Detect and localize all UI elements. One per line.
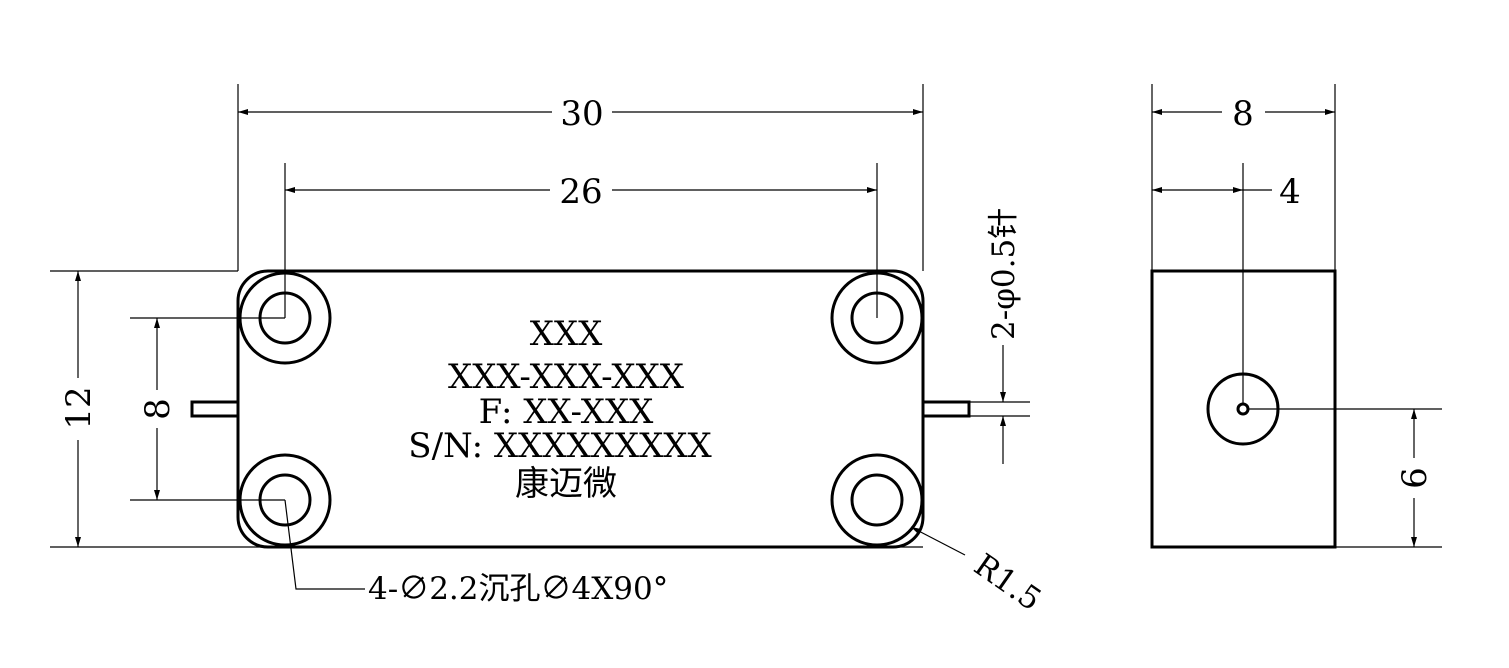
callout-pins-text: 2-φ0.5针 xyxy=(986,208,1022,340)
callout-radius-text: R1.5 xyxy=(967,547,1047,618)
callout-holes: 4-∅2.2沉孔∅4X90° xyxy=(284,499,668,607)
dimension-connector-height: 6 xyxy=(1248,408,1442,548)
label-line-1: XXX xyxy=(530,314,603,354)
mounting-hole-bottom-right xyxy=(830,453,924,547)
dimension-value: 6 xyxy=(1395,467,1435,489)
label-line-5: 康迈微 xyxy=(515,464,617,504)
dimension-value: 8 xyxy=(1232,94,1254,134)
dimension-side-width: 8 xyxy=(1151,84,1336,271)
callout-pins: 2-φ0.5针 xyxy=(969,208,1030,464)
dimension-hole-spacing-x: 26 xyxy=(284,163,878,318)
dimension-value: 26 xyxy=(559,172,602,212)
label-line-3: F: XX-XXX xyxy=(479,392,655,432)
pin-left xyxy=(190,400,240,418)
label-line-4: S/N: XXXXXXXXX xyxy=(408,426,712,466)
pin-right xyxy=(921,400,971,418)
dimension-overall-width: 30 xyxy=(237,84,924,271)
dimension-overall-height: 12 xyxy=(50,270,923,548)
dimension-value: 30 xyxy=(560,94,603,134)
front-view: XXX XXX-XXX-XXX F: XX-XXX S/N: XXXXXXXXX… xyxy=(50,84,1048,618)
dimension-hole-spacing-y: 8 xyxy=(130,317,285,501)
label-line-2: XXX-XXX-XXX xyxy=(448,357,685,397)
dimension-connector-offset: 4 xyxy=(1152,163,1301,404)
callout-corner-radius: R1.5 xyxy=(910,526,1048,618)
dimension-value: 4 xyxy=(1279,172,1301,212)
dimension-value: 12 xyxy=(59,386,99,429)
side-view: 8 4 6 xyxy=(1150,84,1442,549)
callout-holes-text: 4-∅2.2沉孔∅4X90° xyxy=(368,571,668,607)
dimension-value: 8 xyxy=(138,398,178,420)
